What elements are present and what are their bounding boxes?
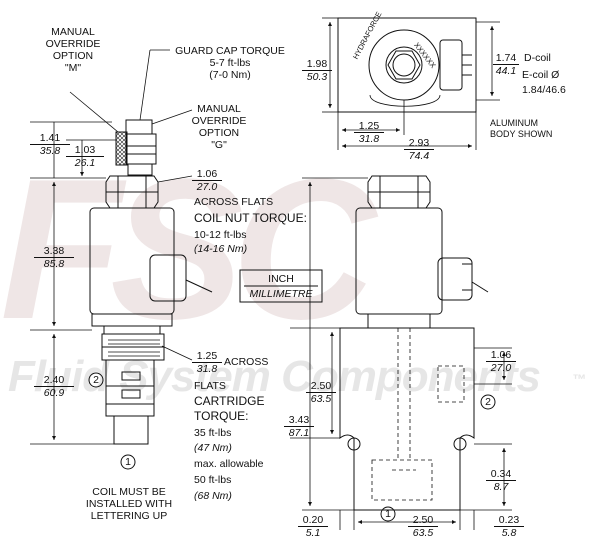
dim-3-38: 3.38 85.8 bbox=[34, 245, 74, 270]
max-ftlbs: 50 ft-lbs bbox=[194, 474, 232, 486]
port-1-label-right: 1 bbox=[385, 508, 391, 520]
cartridge-nm: (47 Nm) bbox=[194, 442, 232, 454]
right-dimension-lines bbox=[290, 177, 512, 530]
dim-2-50-horizontal: 2.50 63.5 bbox=[408, 514, 438, 539]
manual-override-g-label: MANUAL OVERRIDE OPTION "G" bbox=[191, 103, 247, 151]
legend-inch: INCH bbox=[268, 273, 294, 285]
left-dimension-lines bbox=[30, 49, 193, 445]
dim-1-98: 1.98 50.3 bbox=[302, 58, 332, 83]
guard-cap-torque-label: GUARD CAP TORQUE 5-7 ft-lbs (7-0 Nm) bbox=[175, 45, 285, 81]
port-1-marker-right bbox=[380, 506, 396, 522]
watermark-company: Fluid System Components bbox=[8, 352, 541, 401]
flats-label: FLATS bbox=[194, 380, 226, 392]
dim-2-50-vertical: 2.50 63.5 bbox=[306, 380, 336, 405]
dim-1-06-right: 1.06 27.0 bbox=[486, 349, 516, 374]
max-nm: (68 Nm) bbox=[194, 490, 232, 502]
dim-0-20: 0.20 5.1 bbox=[298, 514, 328, 539]
manual-override-m-label: MANUAL OVERRIDE OPTION "M" bbox=[45, 26, 101, 74]
e-coil-label: E-coil Ø bbox=[522, 69, 560, 81]
top-dimension-lines bbox=[322, 17, 500, 150]
dim-0-23: 0.23 5.8 bbox=[494, 514, 524, 539]
e-coil-dims: 1.84/46.6 bbox=[522, 84, 566, 96]
watermark-logo: FSC bbox=[0, 138, 376, 361]
port-1-label-left: 1 bbox=[125, 456, 131, 468]
coil-nut-ftlbs: 10-12 ft-lbs bbox=[194, 229, 247, 241]
left-valve-view bbox=[89, 119, 213, 445]
dim-0-34: 0.34 8.7 bbox=[486, 468, 516, 493]
dim-1-74: 1.74 44.1 bbox=[493, 52, 519, 77]
legend-millimetre: MILLIMETRE bbox=[249, 288, 313, 300]
coil-nut-torque-label: COIL NUT TORQUE: bbox=[194, 211, 307, 225]
dim-3-43: 3.43 87.1 bbox=[284, 414, 314, 439]
dim-1-03: 1.03 26.1 bbox=[66, 144, 104, 169]
units-legend-box bbox=[239, 269, 323, 303]
d-coil-label: D-coil bbox=[524, 52, 551, 64]
dim-1-41: 1.41 35.8 bbox=[30, 132, 70, 157]
torque-label: TORQUE: bbox=[194, 409, 249, 423]
top-plan-view bbox=[337, 17, 477, 113]
dim-1-06-left: 1.06 27.0 bbox=[192, 168, 222, 193]
port-2-label-left: 2 bbox=[93, 374, 99, 386]
coil-installation-note: COIL MUST BE INSTALLED WITH LETTERING UP bbox=[85, 486, 173, 522]
max-allowable-label: max. allowable bbox=[194, 458, 264, 470]
aluminum-body-note: ALUMINUM BODY SHOWN bbox=[490, 118, 553, 139]
across-label: ACROSS bbox=[224, 356, 269, 368]
port-1-marker-left bbox=[120, 454, 136, 470]
dim-2-93: 2.93 74.4 bbox=[404, 137, 434, 162]
port-2-marker-right bbox=[480, 394, 496, 410]
dim-1-25-left: 1.25 31.8 bbox=[192, 350, 222, 375]
watermark-tm: ™ bbox=[572, 371, 586, 387]
across-flats-label: ACROSS FLATS bbox=[194, 196, 274, 208]
coil-nut-nm: (14-16 Nm) bbox=[194, 243, 248, 255]
dim-1-25-top: 1.25 31.8 bbox=[354, 120, 384, 145]
dim-2-40: 2.40 60.9 bbox=[34, 374, 74, 399]
cartridge-ftlbs: 35 ft-lbs bbox=[194, 427, 232, 439]
right-valve-view bbox=[339, 175, 489, 511]
cartridge-label: CARTRIDGE bbox=[194, 394, 265, 408]
port-2-marker-left bbox=[88, 372, 104, 388]
port-2-label-right: 2 bbox=[485, 396, 491, 408]
